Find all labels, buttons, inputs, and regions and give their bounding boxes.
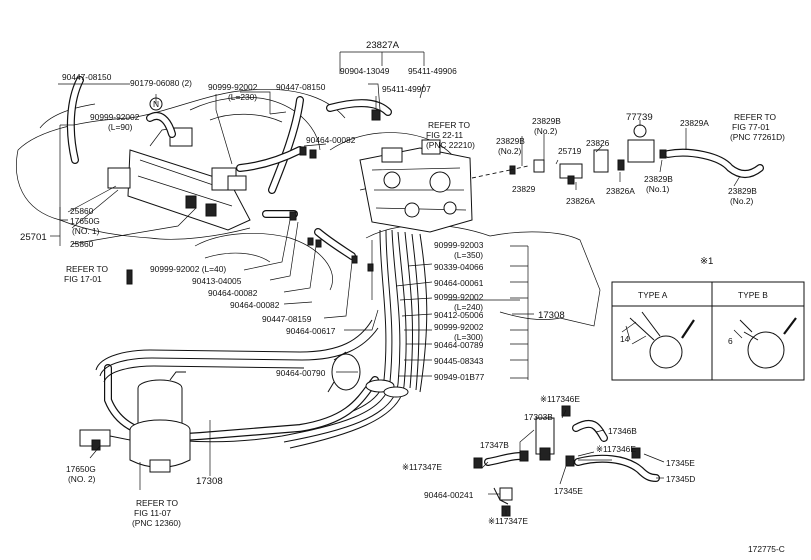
inset-type-b-label: TYPE B: [738, 290, 768, 300]
label-95411-49907: 95411-49907: [382, 84, 431, 94]
vsv-hose-chain-right: [471, 124, 764, 185]
label-95411-49906: 95411-49906: [408, 66, 457, 76]
diagram-id: 172775-C: [748, 544, 785, 554]
label-90999-92002-c: 90999-92002 (L=40): [150, 264, 226, 274]
refer-fig77-line1: REFER TO: [734, 112, 777, 122]
label-17345E-b: 17345E: [554, 486, 583, 496]
label-90339-04066: 90339-04066: [434, 262, 484, 272]
refer-fig77-line3: (PNC 77261D): [730, 132, 785, 142]
label-23829B-d-sub: (No.2): [730, 196, 753, 206]
label-90999-92002-e: 90999-92002: [434, 322, 484, 332]
label-90999-92002-b-len: (L=230): [228, 92, 257, 102]
label-23826A-b: 23826A: [566, 196, 595, 206]
refer-fig11-line1: REFER TO: [136, 498, 179, 508]
label-17308-a: 17308: [538, 310, 565, 321]
refer-fig77-line2: FIG 77-01: [732, 122, 770, 132]
label-90464-00082-b: 90464-00082: [208, 288, 258, 298]
label-17650G-2-sub: (NO. 2): [68, 474, 96, 484]
label-117346E-a: ※117346E: [540, 394, 580, 404]
label-90999-92003-len: (L=350): [454, 250, 483, 260]
label-25719: 25719: [558, 146, 582, 156]
label-90447-08159: 90447-08159: [262, 314, 312, 324]
label-23827A: 23827A: [366, 40, 400, 51]
inset-type-a-label: TYPE A: [638, 290, 668, 300]
label-90464-00789: 90464-00789: [434, 340, 484, 350]
label-90447-08150-a: 90447-08150: [62, 72, 112, 82]
vsv-bracket-assembly: [107, 127, 251, 231]
label-90464-00617: 90464-00617: [286, 326, 336, 336]
label-23829B-c-sub: (No.1): [646, 184, 669, 194]
label-17347B: 17347B: [480, 440, 509, 450]
refer-fig17-line1: REFER TO: [66, 264, 109, 274]
leader-lines: [50, 51, 741, 516]
label-90464-00790: 90464-00790: [276, 368, 326, 378]
label-90464-00082-a: 90464-00082: [306, 135, 356, 145]
label-17650G-1: 17650G: [70, 216, 100, 226]
label-117347E-b: ※117347E: [488, 516, 528, 526]
label-90464-00241: 90464-00241: [424, 490, 474, 500]
label-23829B-d: 23829B: [728, 186, 757, 196]
lower-hose-group: [473, 405, 660, 517]
inset-dim-b: 6: [728, 336, 733, 346]
label-23829A: 23829A: [680, 118, 709, 128]
label-90445-08343: 90445-08343: [434, 356, 484, 366]
inset-detail-box: ※1 TYPE A TYPE B 14 6: [611, 256, 805, 381]
label-23829B-c: 23829B: [644, 174, 673, 184]
label-90179-06080: 90179-06080 (2): [130, 78, 192, 88]
refer-fig11-line2: FIG 11-07: [134, 508, 171, 518]
charcoal-canister: [79, 371, 191, 473]
label-90464-00082-c: 90464-00082: [230, 300, 280, 310]
label-25860-a: 25860: [70, 206, 94, 216]
refer-fig22-line3: (PNC 22210): [426, 140, 475, 150]
label-90949-01877: 90949-01B77: [434, 372, 485, 382]
label-23826A-a: 23826A: [606, 186, 635, 196]
label-23829B-a-sub: (No.2): [534, 126, 557, 136]
refer-fig17-line2: FIG 17-01: [64, 274, 102, 284]
label-90904-13049: 90904-13049: [340, 66, 390, 76]
label-117346E-b: ※117346E: [596, 444, 636, 454]
inset-title: ※1: [700, 256, 713, 267]
refer-fig11-line3: (PNC 12360): [132, 518, 181, 528]
label-90999-92002-d: 90999-92002: [434, 292, 484, 302]
label-90999-92002-a: 90999-92002: [90, 112, 140, 122]
label-17346B: 17346B: [608, 426, 637, 436]
label-90999-92002-a-len: (L=90): [108, 122, 133, 132]
label-23829B-b: 23829B: [496, 136, 525, 146]
refer-fig22-line2: FIG 22-11: [426, 130, 463, 140]
circle-n-letter: N: [153, 99, 159, 109]
label-117347E-a: ※117347E: [402, 462, 442, 472]
label-90464-00061: 90464-00061: [434, 278, 484, 288]
label-90447-08150-b: 90447-08150: [276, 82, 326, 92]
label-77739: 77739: [626, 112, 653, 123]
label-90999-92002-d-len: (L=240): [454, 302, 483, 312]
label-17650G-2: 17650G: [66, 464, 96, 474]
small-clips: [126, 109, 381, 285]
throttle-body: [359, 139, 473, 233]
refer-fig22-line1: REFER TO: [428, 120, 471, 130]
hoses-upper: [66, 76, 392, 260]
label-17345E-a: 17345E: [666, 458, 695, 468]
label-23826: 23826: [586, 138, 610, 148]
label-17303B: 17303B: [524, 412, 553, 422]
label-17345D: 17345D: [666, 474, 695, 484]
label-23829B-a: 23829B: [532, 116, 561, 126]
part-labels: 90447-08150 90179-06080 (2) 90999-92002 …: [20, 40, 785, 554]
label-90412-05006: 90412-05006: [434, 310, 484, 320]
inset-dim-a: 14: [620, 334, 630, 344]
label-25701: 25701: [20, 232, 47, 243]
label-17308-b: 17308: [196, 476, 223, 487]
label-90999-92002-b: 90999-92002: [208, 82, 258, 92]
label-25860-b: 25860: [70, 239, 94, 249]
label-17650G-1-sub: (NO. 1): [72, 226, 100, 236]
label-90413-04005: 90413-04005: [192, 276, 242, 286]
engine-outline: [16, 88, 601, 327]
label-23829B-b-sub: (No.2): [498, 146, 521, 156]
circle-n-marker: N: [149, 97, 163, 111]
hose-bundle: [95, 229, 428, 449]
label-90999-92003: 90999-92003: [434, 240, 484, 250]
label-23829: 23829: [512, 184, 536, 194]
label-90999-92002-e-len: (L=300): [454, 332, 483, 342]
